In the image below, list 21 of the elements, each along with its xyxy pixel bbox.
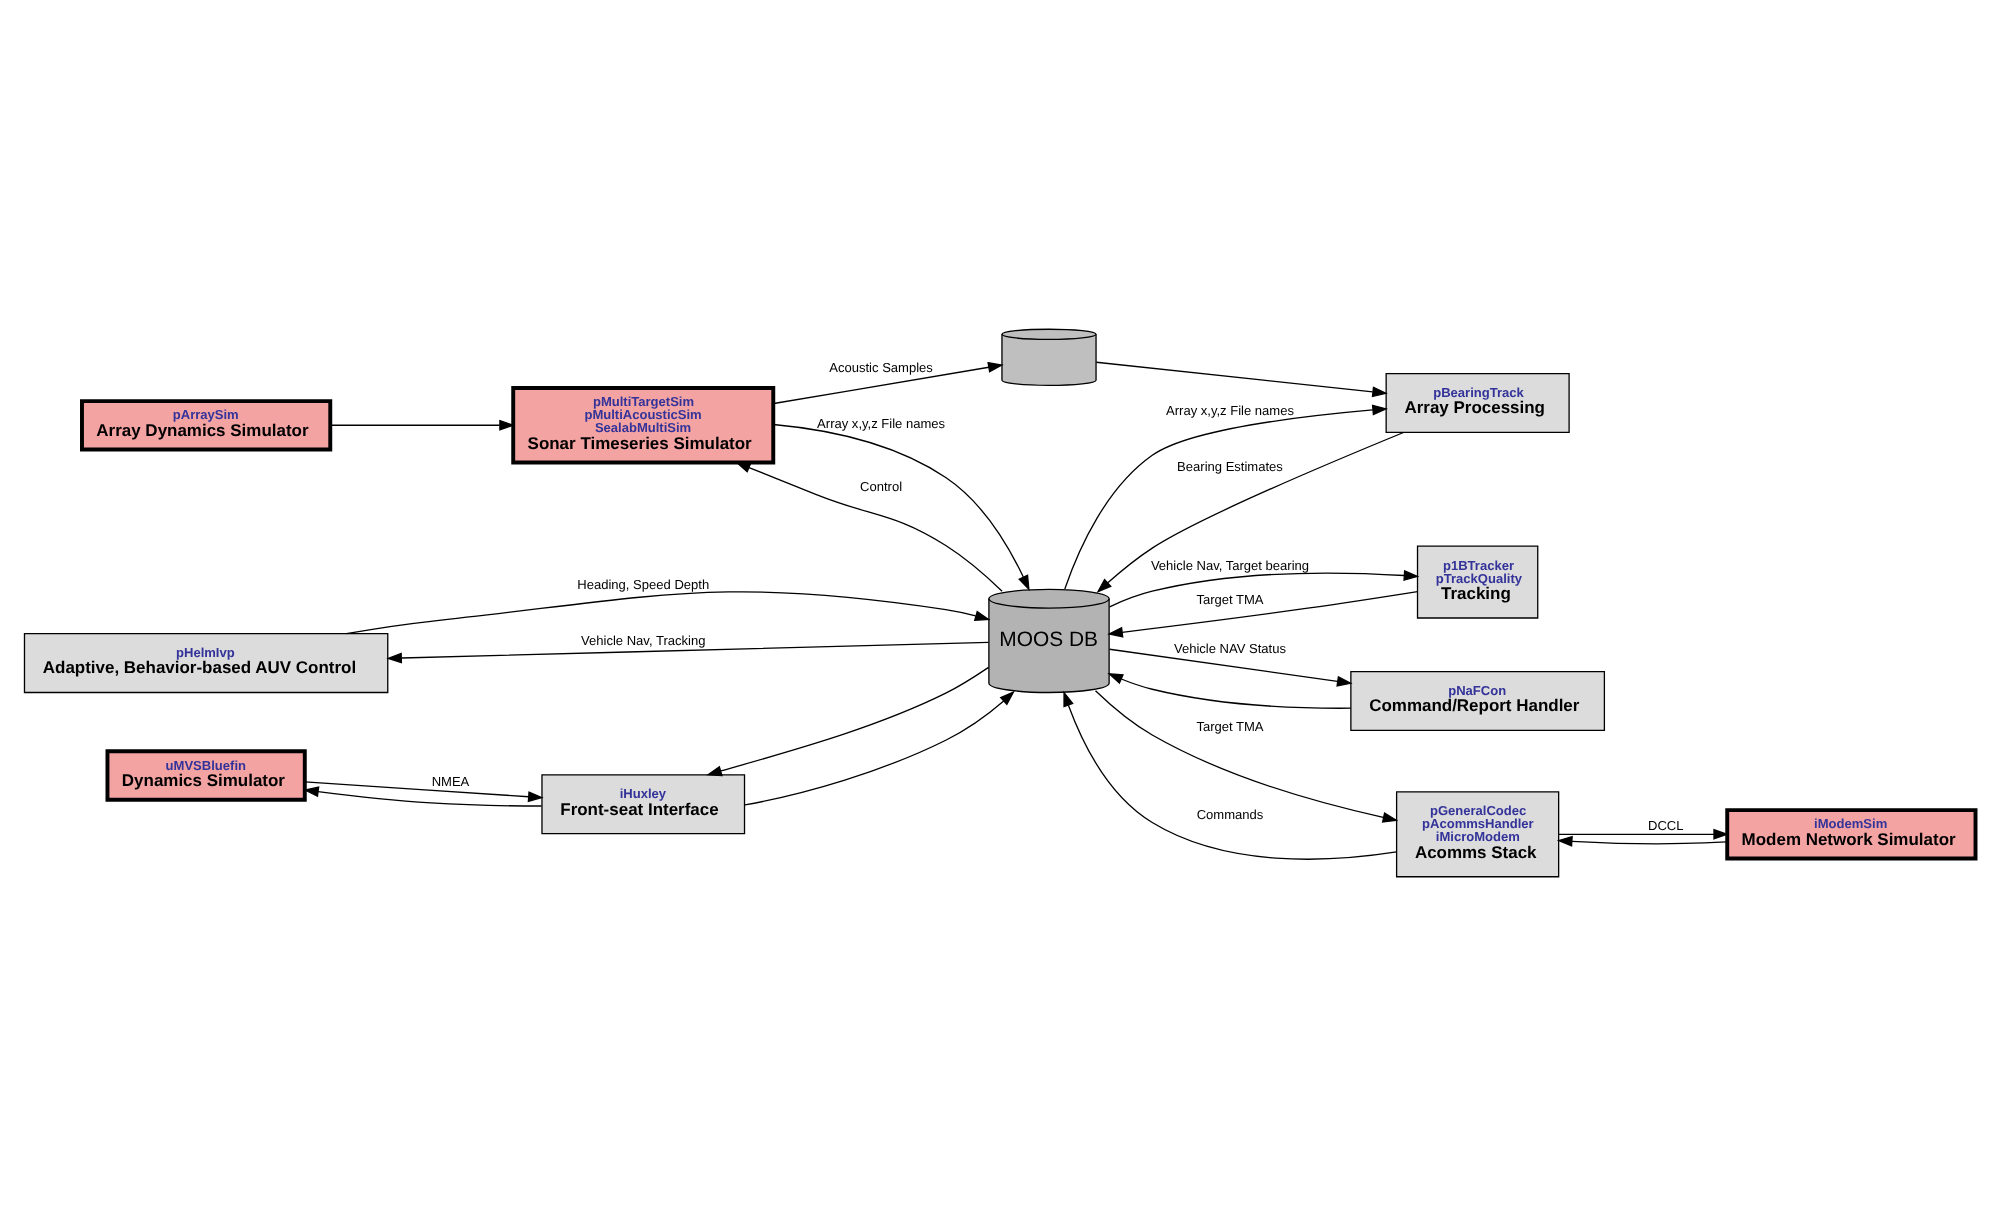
- arrow: [1063, 690, 1398, 860]
- arrow: [386, 641, 990, 664]
- arrow: [773, 361, 1004, 405]
- arrow: [772, 423, 1030, 591]
- arrow: [1107, 590, 1419, 638]
- arrow: [1094, 690, 1399, 823]
- arrow: [1107, 672, 1352, 709]
- arrow: [734, 461, 1003, 592]
- arrow: [330, 419, 515, 431]
- arrow: [1108, 648, 1353, 687]
- arrow: [1095, 361, 1388, 398]
- arrow: [744, 690, 1015, 806]
- arrow: [1108, 570, 1420, 608]
- arrow: [1096, 431, 1405, 594]
- arrow: [1064, 404, 1388, 590]
- arrow: [345, 591, 991, 635]
- arrow: [1558, 828, 1730, 840]
- arrow: [1556, 835, 1728, 847]
- arrow: [303, 786, 543, 807]
- arrow: [304, 781, 544, 803]
- arrow: [706, 666, 990, 777]
